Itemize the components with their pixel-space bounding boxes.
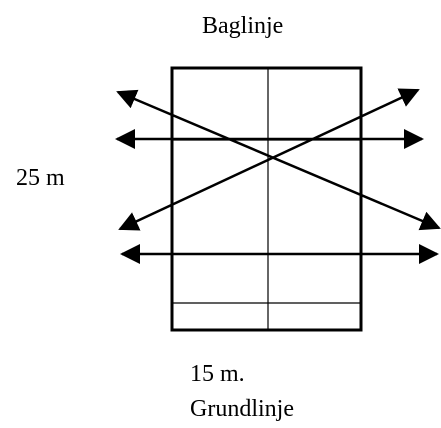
- label-baseline: Baglinje: [202, 13, 284, 39]
- label-groundline: Grundlinje: [190, 396, 294, 422]
- label-width: 15 m.: [190, 361, 245, 387]
- field-outline: [170, 66, 363, 332]
- arrow-diagonal-up-right: [118, 88, 420, 231]
- label-length: 25 m: [16, 165, 65, 191]
